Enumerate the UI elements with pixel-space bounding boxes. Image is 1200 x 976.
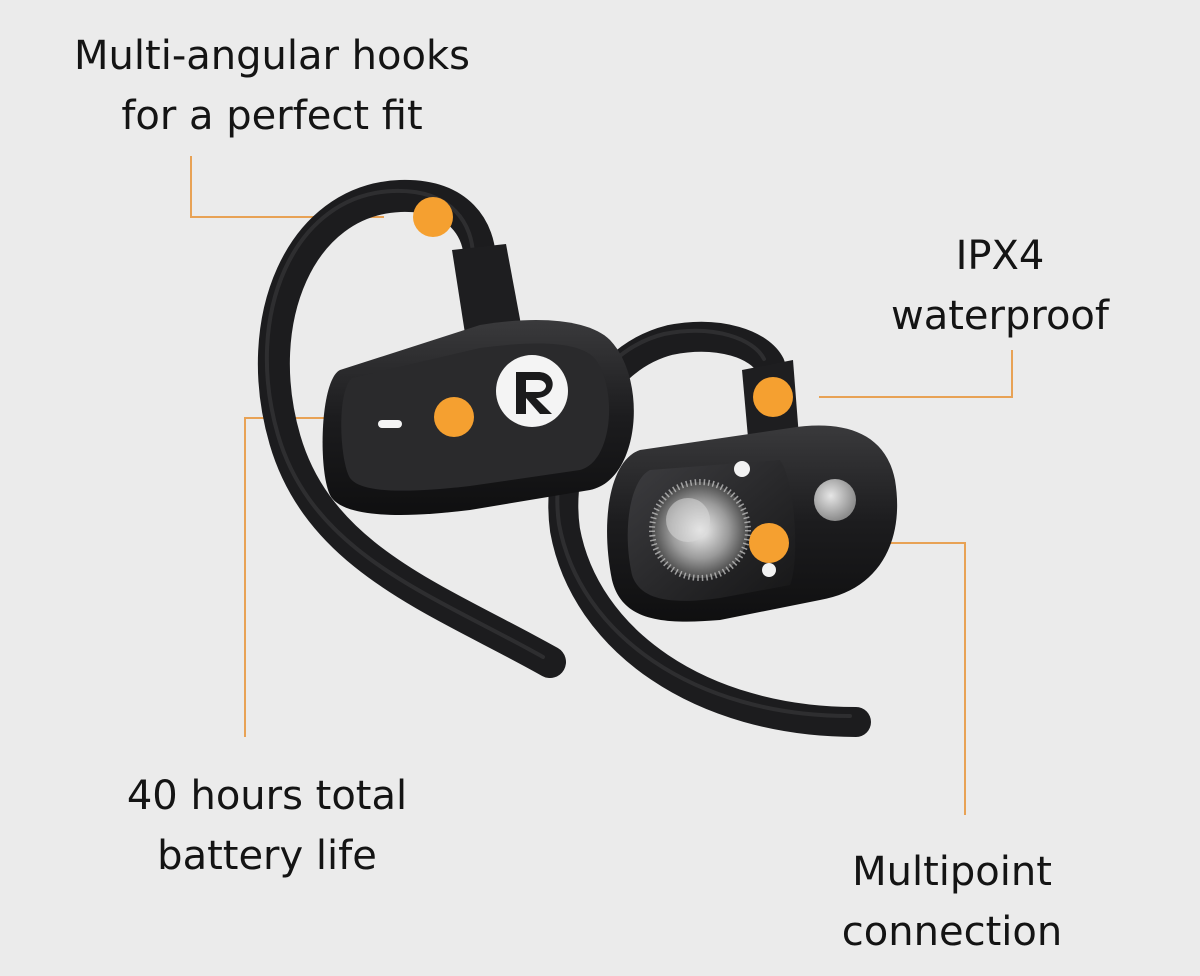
led-indicator-icon [378,420,402,428]
marker-dot-battery [434,397,474,437]
callout-multipoint: Multipoint connection [812,842,1092,962]
left-earbud [257,179,634,678]
callout-battery-line1: 40 hours total [126,773,408,819]
sensor-dot-icon [762,563,776,577]
callout-ipx4-line1: IPX4 [955,233,1045,279]
marker-dot-hooks [413,197,453,237]
touch-button-icon [814,479,856,521]
callout-battery-line2: battery life [157,833,377,879]
sensor-dot-icon [734,461,750,477]
feature-markers [413,197,793,563]
marker-dot-multipoint [749,523,789,563]
left-stem [452,244,522,340]
callout-hooks-line1: Multi-angular hooks [74,33,470,79]
r-logo-icon [496,355,568,427]
callout-ipx4: IPX4 waterproof [850,226,1150,346]
callout-hooks-line2: for a perfect fit [121,93,423,139]
callout-multipoint-line2: connection [841,909,1063,955]
callout-battery: 40 hours total battery life [92,766,442,886]
leader-line-ipx [819,350,1013,398]
callout-hooks: Multi-angular hooks for a perfect fit [42,26,502,146]
marker-dot-ipx [753,377,793,417]
callout-multipoint-line1: Multipoint [852,849,1052,895]
callout-ipx4-line2: waterproof [891,293,1109,339]
